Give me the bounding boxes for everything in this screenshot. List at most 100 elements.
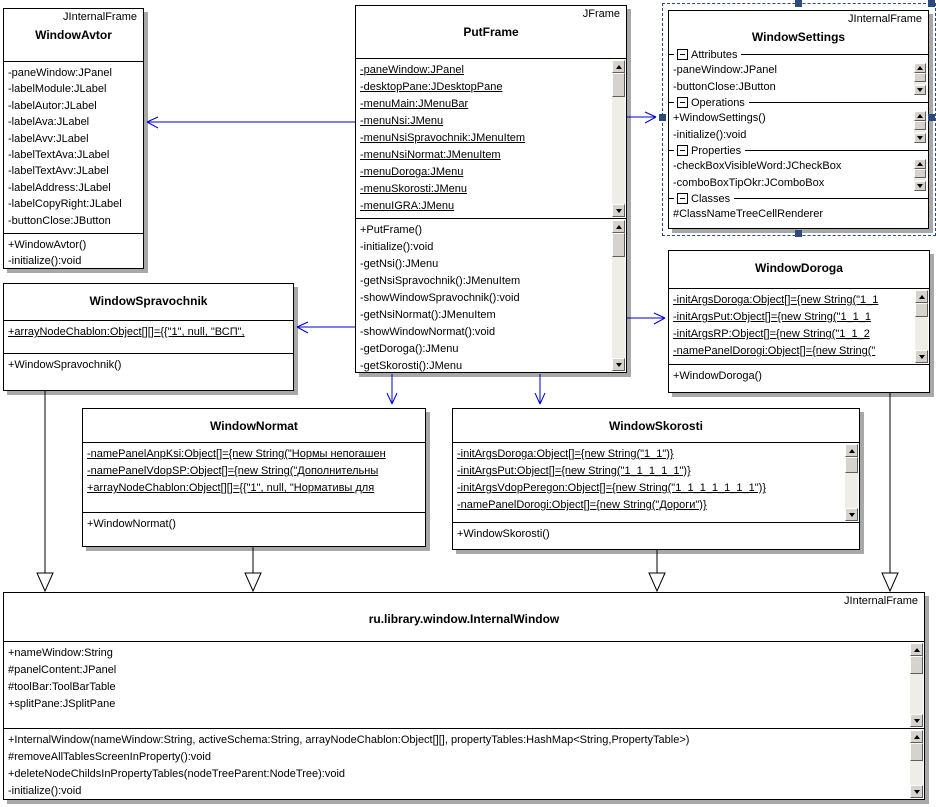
scroll-thumb[interactable]: [914, 169, 926, 178]
collapse-icon[interactable]: [677, 145, 688, 156]
scroll-thumb[interactable]: [612, 73, 625, 97]
attribute-row: -labelAddress:JLabel: [8, 181, 111, 194]
scroll-thumb[interactable]: [910, 743, 923, 761]
down-arrow-icon: [918, 354, 925, 359]
vertical-scrollbar[interactable]: [612, 220, 625, 371]
scroll-down-button[interactable]: [910, 714, 923, 727]
scroll-track[interactable]: [910, 761, 923, 785]
scroll-down-button[interactable]: [612, 204, 625, 217]
vertical-scrollbar[interactable]: [914, 111, 926, 143]
section-label: Attributes: [691, 48, 738, 61]
operation-row: +WindowNormat(): [87, 518, 176, 530]
connector-putframe-windowdoroga[interactable]: [627, 312, 666, 325]
down-arrow-icon: [917, 184, 923, 188]
class-name: WindowAvtor: [35, 28, 112, 42]
collapse-icon[interactable]: [677, 49, 688, 60]
down-arrow-icon: [917, 136, 923, 140]
class-row: #ClassNameTreeCellRenderer: [673, 208, 823, 220]
operation-row: +WindowSettings(): [673, 112, 766, 124]
collapse-icon[interactable]: [677, 193, 688, 204]
scroll-up-button[interactable]: [914, 159, 926, 169]
attribute-row: -labelAutor:JLabel: [8, 99, 97, 112]
scroll-up-button[interactable]: [914, 63, 926, 73]
up-arrow-icon: [615, 224, 622, 229]
class-window-normat[interactable]: WindowNormat -namePanelAnpKsi:Object[]={…: [82, 408, 426, 547]
section-header: Classes: [669, 191, 928, 206]
scroll-down-button[interactable]: [914, 181, 926, 191]
scroll-track[interactable]: [845, 473, 858, 508]
operation-row: +WindowSpravochnik(): [8, 359, 122, 371]
scroll-track[interactable]: [914, 178, 926, 181]
scroll-down-button[interactable]: [914, 85, 926, 95]
vertical-scrollbar[interactable]: [914, 159, 926, 191]
connector-putframe-windownormat[interactable]: [386, 374, 398, 405]
selection-handle-left[interactable]: [659, 114, 666, 121]
vertical-scrollbar[interactable]: [910, 730, 923, 798]
scroll-track[interactable]: [914, 82, 926, 85]
scroll-down-button[interactable]: [612, 358, 625, 371]
divider: [669, 150, 674, 151]
class-window-doroga[interactable]: WindowDoroga -initArgsDoroga:Object[]={n…: [668, 250, 930, 393]
selection-handle-top[interactable]: [795, 0, 802, 7]
scroll-thumb[interactable]: [910, 656, 923, 674]
scroll-down-button[interactable]: [845, 508, 858, 521]
divider: [669, 198, 674, 199]
generalization-windowspravochnik-internalwindow[interactable]: [36, 391, 54, 593]
scroll-up-button[interactable]: [910, 643, 923, 656]
attribute-row: -labelAva:JLabel: [8, 116, 90, 129]
vertical-scrollbar[interactable]: [612, 60, 625, 217]
generalization-windownormat-internalwindow[interactable]: [244, 547, 262, 593]
connector-putframe-windowspravochnik[interactable]: [296, 321, 355, 334]
stereotype-label: JInternalFrame: [63, 11, 137, 23]
class-window-spravochnik[interactable]: WindowSpravochnik +arrayNodeChablon:Obje…: [3, 283, 294, 391]
selection-handle-top-right[interactable]: [928, 0, 935, 7]
scroll-up-button[interactable]: [915, 290, 928, 303]
generalization-windowskorosti-internalwindow[interactable]: [648, 550, 666, 593]
attribute-row: -buttonClose:JButton: [8, 214, 111, 227]
connector-putframe-windowskorosti[interactable]: [534, 374, 546, 405]
scroll-down-button[interactable]: [910, 785, 923, 798]
operation-row: +deleteNodeChildsInPropertyTables(nodeTr…: [8, 768, 346, 780]
selection-handle-right[interactable]: [928, 114, 935, 121]
attribute-row: -initArgsPut:Object[]={new String("1_1_1: [673, 311, 872, 323]
class-put-frame[interactable]: JFrame PutFrame -paneWindow:JPanel -desk…: [355, 5, 627, 373]
operation-row: -getDoroga():JMenu: [360, 343, 459, 355]
collapse-icon[interactable]: [677, 97, 688, 108]
vertical-scrollbar[interactable]: [914, 63, 926, 95]
scroll-up-button[interactable]: [914, 111, 926, 121]
attribute-row: -initArgsVdopPeregon:Object[]={new Strin…: [457, 482, 766, 494]
vertical-scrollbar[interactable]: [910, 643, 923, 727]
scroll-track[interactable]: [612, 257, 625, 358]
selection-handle-bottom[interactable]: [795, 230, 802, 237]
scroll-up-button[interactable]: [845, 444, 858, 457]
connector-putframe-windowavtor[interactable]: [146, 116, 355, 129]
scroll-down-button[interactable]: [915, 350, 928, 363]
class-internal-window[interactable]: JInternalFrame ru.library.window.Interna…: [3, 592, 925, 800]
scroll-track[interactable]: [910, 674, 923, 714]
scroll-up-button[interactable]: [612, 60, 625, 73]
vertical-scrollbar[interactable]: [915, 290, 928, 363]
scroll-thumb[interactable]: [612, 233, 625, 257]
down-arrow-icon: [848, 512, 855, 517]
operation-row: -getNsiNormat():JMenuItem: [360, 309, 496, 321]
class-name: WindowDoroga: [755, 261, 843, 275]
connector-putframe-windowsettings[interactable]: [627, 111, 657, 124]
scroll-thumb[interactable]: [915, 303, 928, 317]
class-window-avtor[interactable]: JInternalFrame WindowAvtor -paneWindow:J…: [3, 8, 144, 269]
scroll-thumb[interactable]: [914, 121, 926, 130]
class-window-settings[interactable]: JInternalFrame WindowSettings Attributes…: [668, 10, 929, 229]
vertical-scrollbar[interactable]: [845, 444, 858, 521]
scroll-thumb[interactable]: [914, 73, 926, 82]
class-window-skorosti[interactable]: WindowSkorosti -initArgsDoroga:Object[]=…: [452, 408, 860, 550]
scroll-track[interactable]: [915, 317, 928, 350]
scroll-thumb[interactable]: [845, 457, 858, 473]
scroll-down-button[interactable]: [914, 133, 926, 143]
scroll-up-button[interactable]: [910, 730, 923, 743]
scroll-track[interactable]: [914, 130, 926, 133]
attribute-row: -menuSkorosti:JMenu: [360, 183, 467, 195]
up-arrow-icon: [917, 66, 923, 70]
scroll-track[interactable]: [612, 97, 625, 204]
generalization-windowdoroga-internalwindow[interactable]: [881, 393, 899, 593]
scroll-up-button[interactable]: [612, 220, 625, 233]
